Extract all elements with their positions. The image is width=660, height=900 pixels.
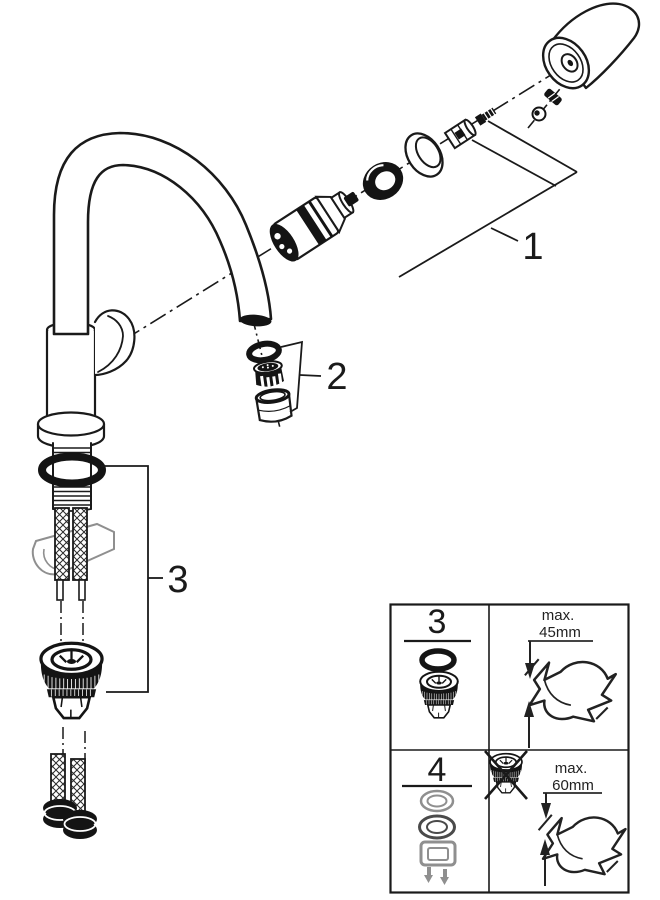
shank-o-ring: [38, 452, 106, 488]
aerator-shell: [254, 388, 293, 423]
callout-2-bracket: [280, 340, 322, 413]
faucet-body: [36, 309, 136, 512]
inset-row1-number: 3: [428, 603, 447, 641]
inset-row2-number: 4: [428, 751, 447, 789]
handle-base: [541, 36, 591, 90]
inset-dividers: [390, 604, 629, 893]
clamp-screws-icon: [424, 867, 449, 885]
base-ring-icon: [418, 814, 456, 840]
grub-screw: [474, 107, 497, 126]
escutcheon-sleeve: [404, 132, 444, 178]
cartridge-dome: [93, 309, 136, 377]
callout-1-bracket: [398, 120, 578, 278]
hose-end-couplings: [43, 753, 97, 839]
handle-screw: [544, 88, 562, 106]
inset-row1-limit: max. 45mm: [523, 607, 618, 748]
cartridge-dome-fill: [95, 310, 135, 375]
cross-out-lines: [484, 750, 528, 800]
cap-nut: [443, 118, 477, 150]
center-axis-lines: [123, 59, 583, 429]
lower-axis-lines: [60, 601, 86, 764]
gooseneck-spout: [52, 131, 273, 336]
spout-outlet: [239, 314, 272, 327]
callout-2-label: 2: [326, 356, 347, 398]
screw-cap-center: [534, 110, 540, 116]
lever-handle-group: [531, 2, 641, 122]
dome-crease-line: [97, 315, 124, 373]
inset-box: 3 max. 45mm 4: [389, 603, 630, 894]
retaining-ring: [362, 162, 404, 200]
o-ring-icon: [419, 648, 457, 672]
aerator-group: 2: [246, 340, 348, 423]
dim-arrow-up: [524, 701, 534, 717]
dim-arrow-up-60: [540, 839, 550, 855]
inset-row2-parts: 4: [402, 751, 472, 885]
callout-3-label: 3: [167, 559, 188, 601]
clamp-plate-icon: [419, 840, 457, 867]
max-value-60: 60mm: [552, 777, 594, 794]
cartridge: [269, 190, 359, 262]
dim-arrow-down-60: [541, 803, 551, 819]
cartridge-group: 1: [269, 107, 578, 278]
supply-hoses: [54, 507, 88, 601]
max-label-45: max.: [542, 607, 575, 624]
callout-1-label: 1: [522, 226, 543, 268]
callout-3-bracket: [101, 465, 163, 693]
mounting-nut: [39, 641, 104, 720]
max-label-60: max.: [555, 760, 588, 777]
washer-icon: [419, 789, 455, 813]
inset-row1-parts: 3: [404, 603, 471, 719]
inset-row2-limit: max. 60mm: [484, 750, 627, 886]
spout-o-ring: [246, 340, 282, 364]
max-value-45: 45mm: [539, 624, 581, 641]
aerator-insert: [253, 360, 284, 389]
